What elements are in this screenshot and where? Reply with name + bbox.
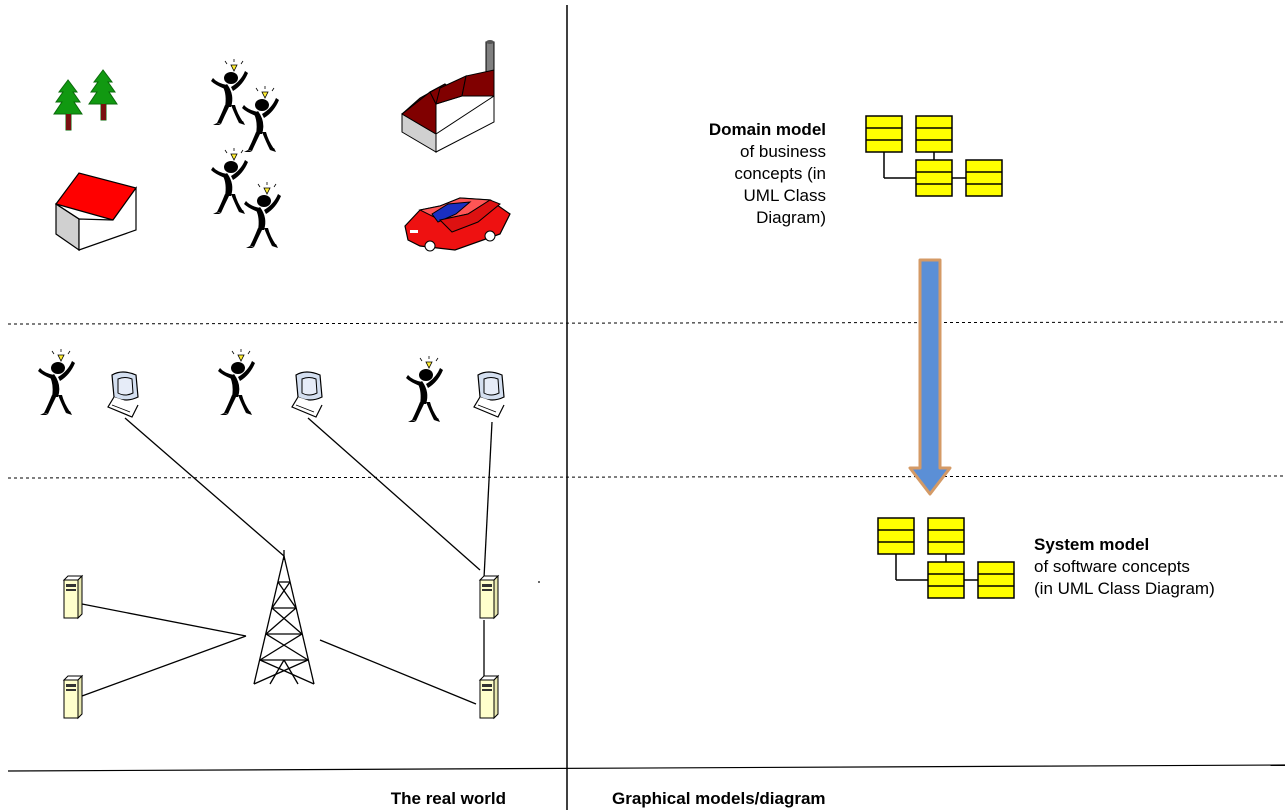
factory-icon xyxy=(401,40,495,153)
computer-icon xyxy=(291,371,323,418)
person-icon xyxy=(217,348,256,416)
domain-model-line: concepts (in xyxy=(734,164,826,183)
house-icon xyxy=(54,172,137,252)
system-model-label: System model of software concepts (in UM… xyxy=(1034,534,1285,600)
footer-divider xyxy=(7,764,1285,772)
server-icon xyxy=(479,575,499,619)
tree-icon xyxy=(53,79,83,131)
footer-real-world-label: The real world xyxy=(390,789,506,808)
person-icon xyxy=(210,58,249,126)
person-icon xyxy=(210,147,249,215)
domain-model-label: Domain model of business concepts (in UM… xyxy=(600,119,826,229)
system-model-line: (in UML Class Diagram) xyxy=(1034,579,1215,598)
dashed-divider-top xyxy=(7,321,1285,325)
radio-tower-icon xyxy=(253,550,315,685)
system-model-line: of software concepts xyxy=(1034,557,1190,576)
person-icon xyxy=(243,181,282,249)
dashed-divider-bottom xyxy=(7,475,1285,479)
footer-models-label: Graphical models/diagram xyxy=(612,789,826,808)
refinement-arrow xyxy=(908,258,952,496)
computer-icon xyxy=(473,371,505,418)
domain-model-line: of business xyxy=(740,142,826,161)
network-links xyxy=(81,417,493,705)
computer-icon xyxy=(107,371,139,418)
domain-model-title: Domain model xyxy=(708,120,826,139)
class-diagram-icon xyxy=(866,116,1002,196)
system-model-title: System model xyxy=(1034,535,1150,554)
tree-icon xyxy=(88,69,118,121)
person-icon xyxy=(37,348,76,416)
person-icon xyxy=(405,355,444,423)
class-diagram-icon xyxy=(878,518,1014,598)
domain-model-line: Diagram) xyxy=(756,208,826,227)
server-icon xyxy=(63,675,83,719)
server-icon xyxy=(479,675,499,719)
domain-model-line: UML Class xyxy=(743,186,827,205)
car-icon xyxy=(404,197,511,252)
person-icon xyxy=(241,85,280,153)
server-icon xyxy=(63,575,83,619)
